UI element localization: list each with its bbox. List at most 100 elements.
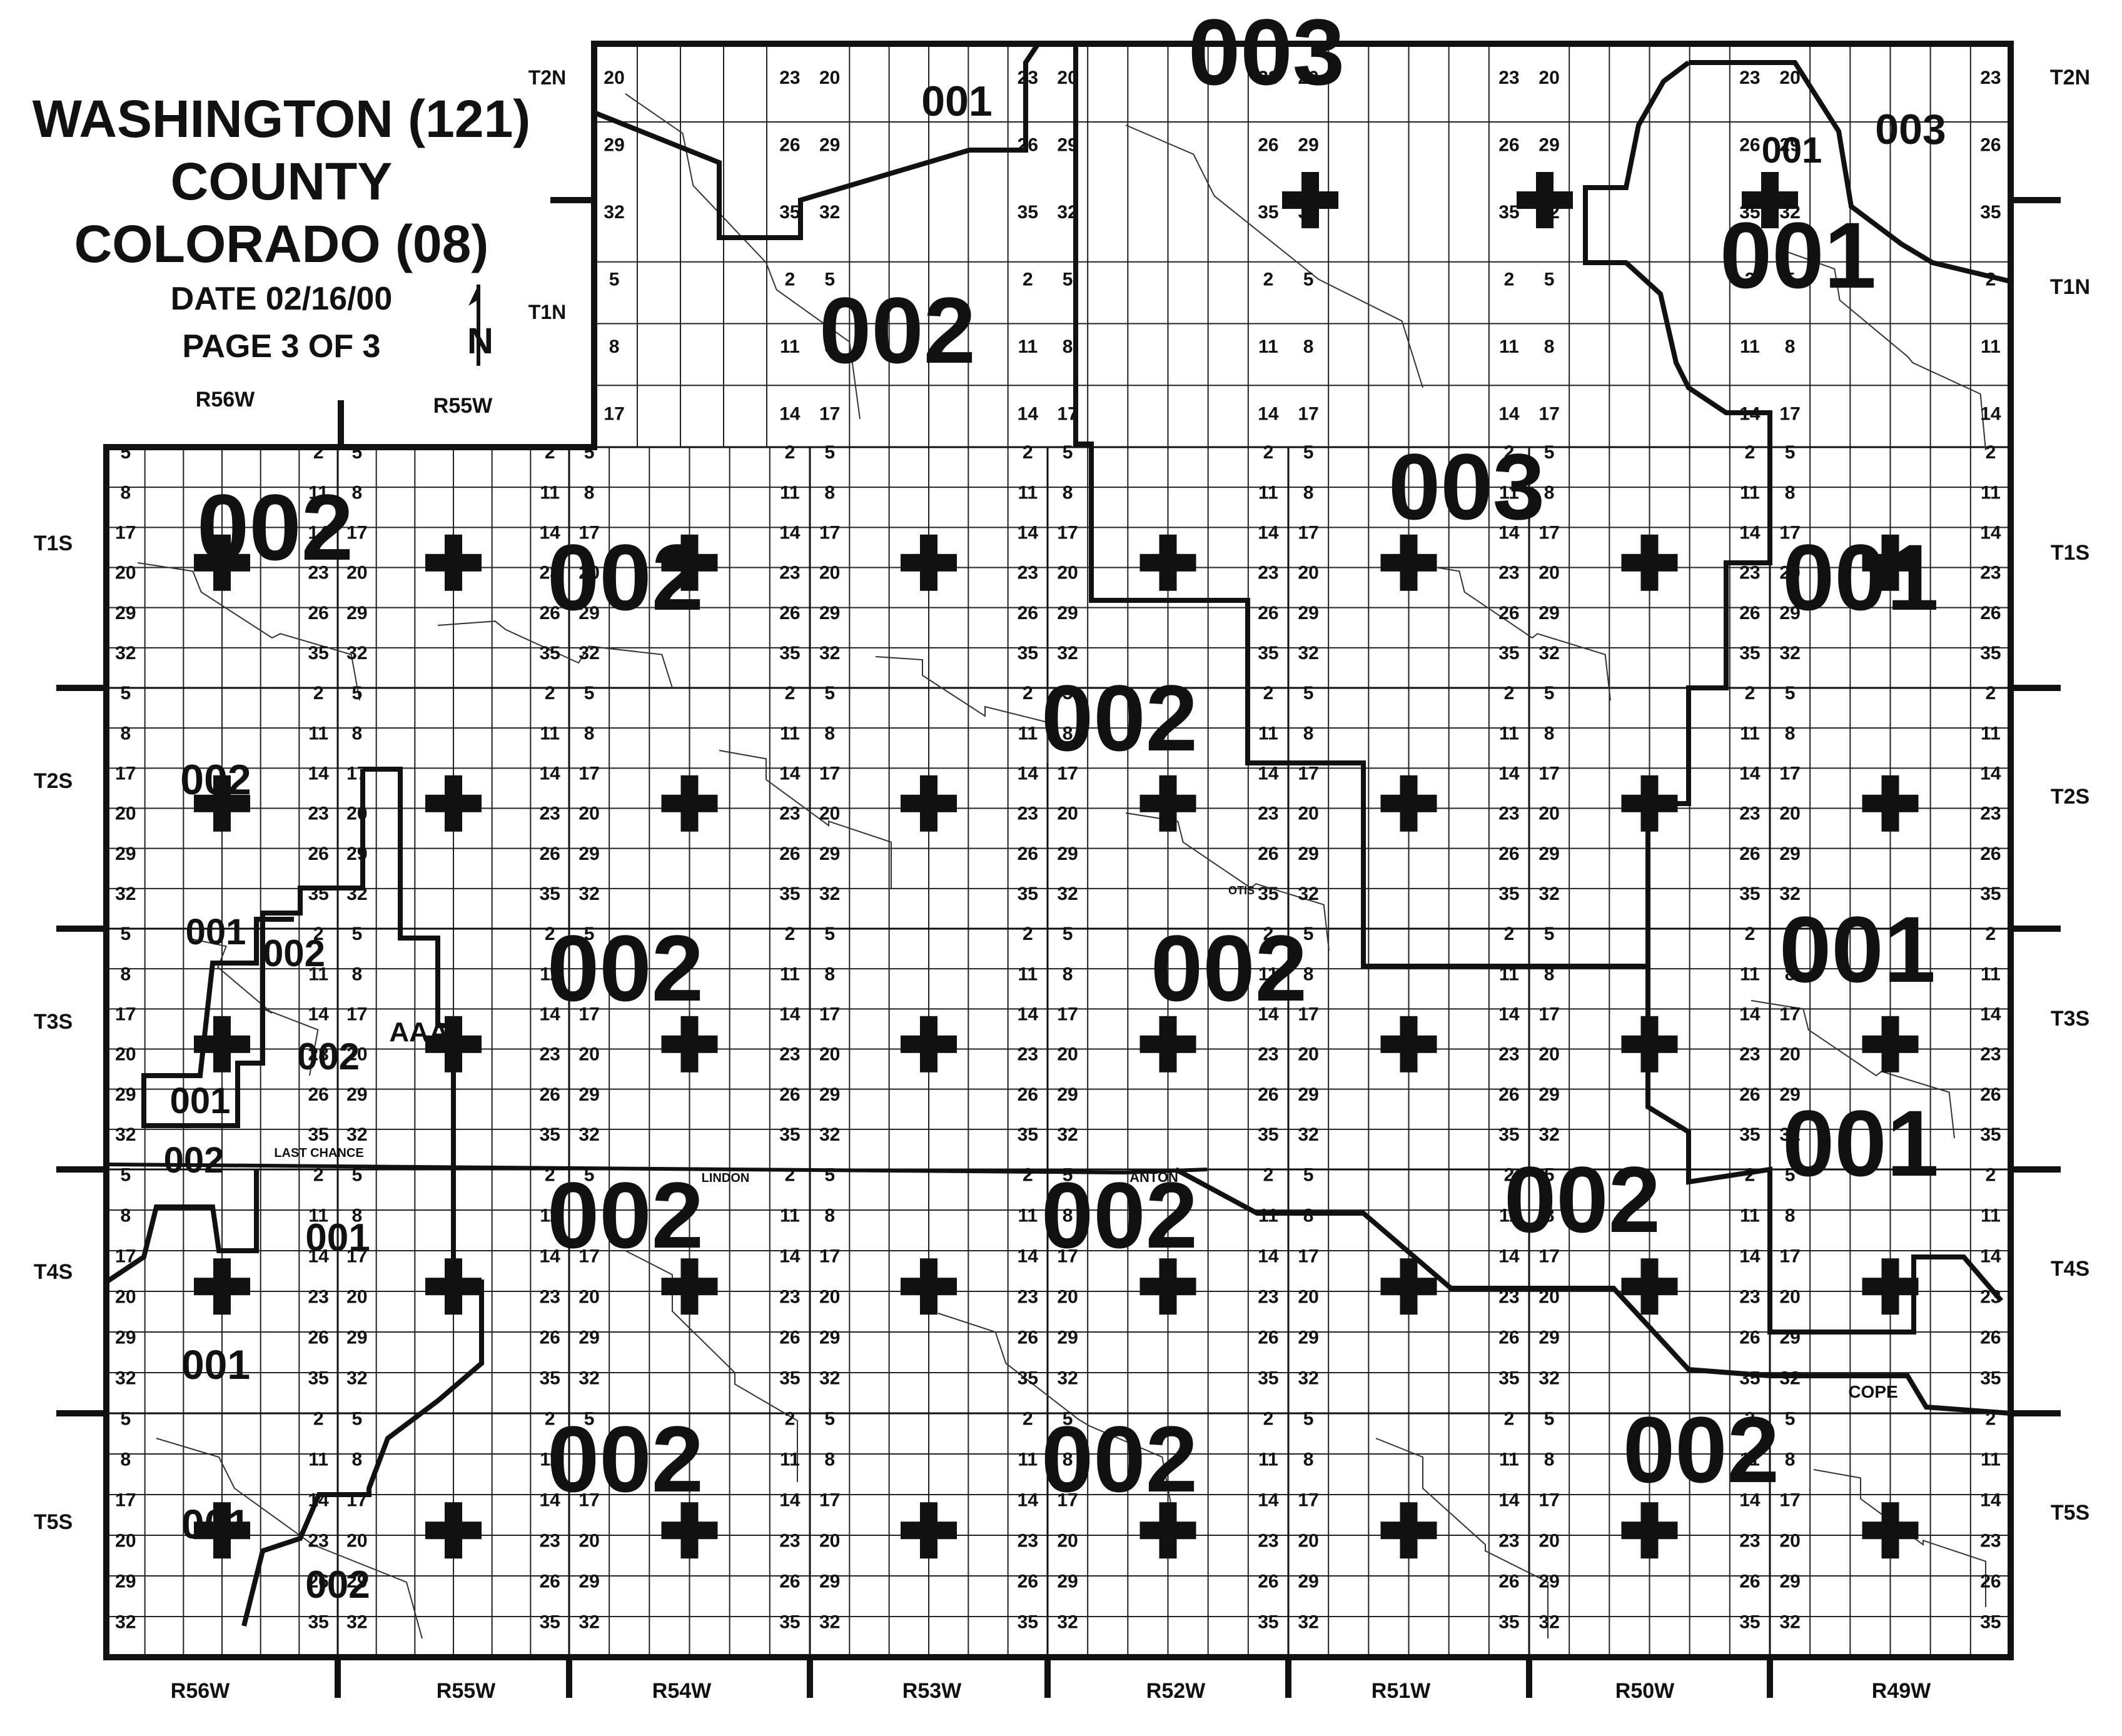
zone-label: 001 <box>1782 525 1939 630</box>
section-number: 20 <box>819 1044 840 1065</box>
section-number: 17 <box>1538 763 1559 784</box>
stream-line <box>625 93 861 420</box>
section-number: 32 <box>115 1612 136 1633</box>
section-number: 8 <box>1303 1450 1314 1470</box>
stream-line <box>719 750 892 888</box>
section-number: 26 <box>1498 134 1519 155</box>
section-number: 35 <box>539 1368 560 1389</box>
section-number: 11 <box>780 336 800 357</box>
section-number: 2 <box>1745 683 1756 704</box>
section-number: 17 <box>819 763 840 784</box>
section-number: 14 <box>308 763 329 784</box>
section-number: 17 <box>1538 403 1559 424</box>
section-number: 5 <box>1303 442 1314 463</box>
cross-bar <box>445 534 462 591</box>
section-number: 17 <box>1298 522 1318 543</box>
section-number: 20 <box>1057 68 1078 88</box>
section-number: 14 <box>1739 763 1761 784</box>
cross-bar <box>680 1016 699 1072</box>
section-number: 26 <box>1498 1328 1519 1348</box>
section-number: 29 <box>1538 603 1559 623</box>
section-number: 17 <box>115 1004 136 1024</box>
section-number: 20 <box>1057 563 1078 583</box>
section-number: 20 <box>1779 804 1800 824</box>
section-number: 11 <box>1981 723 2001 744</box>
section-number: 5 <box>1785 683 1796 704</box>
stream-line <box>1375 1438 1549 1638</box>
section-number: 23 <box>308 1287 328 1308</box>
section-number: 5 <box>584 924 595 944</box>
section-number: 23 <box>1258 1044 1278 1065</box>
section-number: 35 <box>308 1124 328 1145</box>
section-number: 23 <box>308 1531 328 1552</box>
range-label: R50W <box>1615 1679 1675 1703</box>
section-number: 26 <box>1018 1328 1038 1348</box>
section-number: 20 <box>819 1287 840 1308</box>
section-number: 17 <box>1057 522 1078 543</box>
section-number: 14 <box>779 763 801 784</box>
section-number: 2 <box>1263 924 1274 944</box>
section-number: 26 <box>308 1572 328 1592</box>
section-number: 23 <box>1018 1531 1038 1552</box>
section-number: 29 <box>819 134 840 155</box>
township-center-crosses <box>194 172 1919 1559</box>
section-number: 17 <box>1538 1490 1559 1511</box>
section-number: 5 <box>120 1165 131 1186</box>
section-number: 5 <box>824 442 835 463</box>
section-number: 5 <box>1544 442 1555 463</box>
section-number: 32 <box>819 202 840 223</box>
section-number: 17 <box>1779 1490 1800 1511</box>
section-number: 26 <box>1018 1084 1038 1105</box>
section-number: 29 <box>1779 603 1800 623</box>
township-center-cross <box>661 534 718 591</box>
section-number: 29 <box>819 844 840 864</box>
map-title-state: COLORADO (08) <box>74 214 489 273</box>
section-number: 8 <box>584 1450 595 1470</box>
cross-bar <box>680 1502 699 1559</box>
section-number: 29 <box>1298 1572 1318 1592</box>
section-number: 14 <box>779 1490 801 1511</box>
section-number: 29 <box>578 844 599 864</box>
section-number: 11 <box>1740 723 1760 744</box>
section-number: 29 <box>115 1084 136 1105</box>
section-number: 20 <box>819 68 840 88</box>
zone-label: 001 <box>1782 1091 1939 1196</box>
section-number: 5 <box>1785 442 1796 463</box>
zone-label: 002 <box>547 1163 704 1268</box>
section-number: 20 <box>578 1531 599 1552</box>
section-number: 26 <box>1980 1572 2001 1592</box>
section-number: 5 <box>120 683 131 704</box>
section-number: 35 <box>779 1368 800 1389</box>
township-center-cross <box>1862 1502 1919 1559</box>
section-number: 32 <box>1538 1124 1559 1145</box>
section-number: 11 <box>1740 1450 1760 1470</box>
section-number: 32 <box>1057 1124 1078 1145</box>
section-number: 35 <box>308 1368 328 1389</box>
range-label: R51W <box>1372 1679 1431 1703</box>
section-number: 26 <box>1018 603 1038 623</box>
township-center-cross <box>1621 1016 1678 1072</box>
section-number: 8 <box>351 964 362 984</box>
section-number: 29 <box>1057 603 1078 623</box>
section-number: 29 <box>346 844 367 864</box>
section-number: 20 <box>1538 563 1559 583</box>
section-number: 29 <box>1298 1084 1318 1105</box>
section-number: 8 <box>1303 964 1314 984</box>
township-label: T2N <box>528 66 566 89</box>
section-number: 26 <box>539 1084 560 1105</box>
section-number: 29 <box>1779 1328 1800 1348</box>
section-number: 20 <box>1057 1531 1078 1552</box>
township-center-cross <box>901 775 957 832</box>
township-center-cross <box>1139 775 1196 832</box>
section-number: 8 <box>1303 1206 1314 1226</box>
section-number: 11 <box>780 1206 800 1226</box>
section-number: 2 <box>1023 1409 1033 1430</box>
cross-bar <box>920 1016 937 1072</box>
section-number: 29 <box>346 603 367 623</box>
section-number: 29 <box>346 1328 367 1348</box>
section-number: 2 <box>1986 1409 1996 1430</box>
section-number: 35 <box>1980 1612 2001 1633</box>
section-number: 17 <box>578 1246 599 1267</box>
section-number: 17 <box>819 1004 840 1024</box>
stream-line <box>187 937 319 1076</box>
